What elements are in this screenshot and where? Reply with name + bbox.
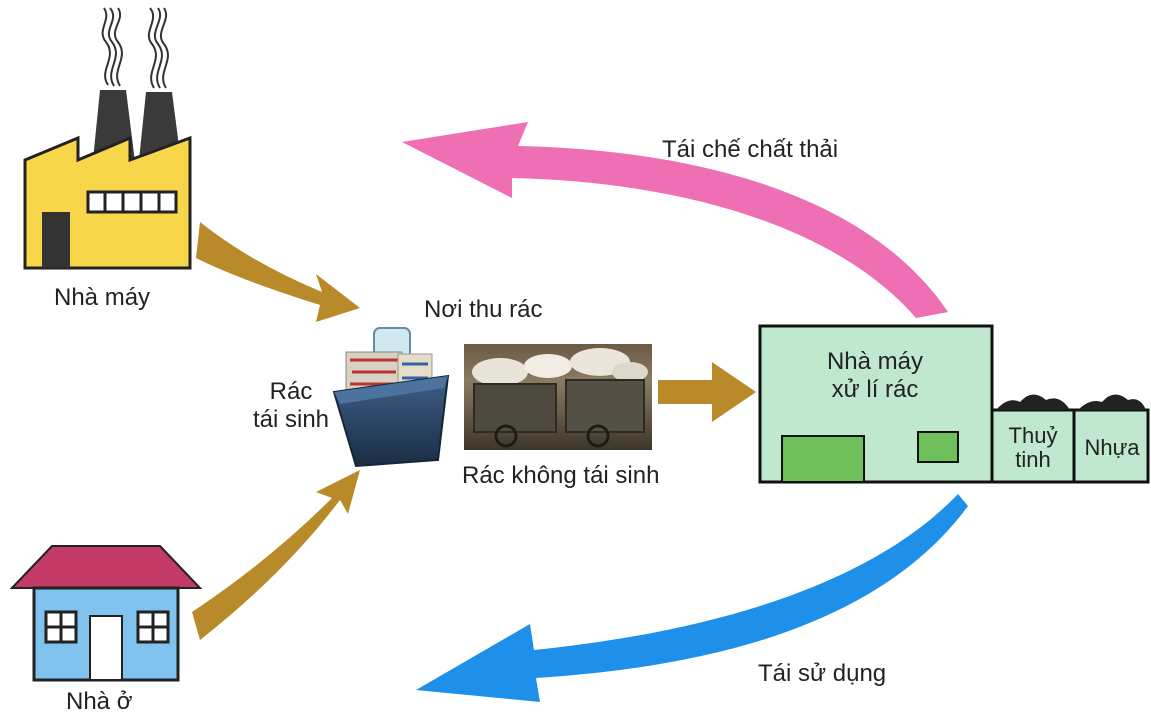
plant-window-small [917, 431, 959, 463]
arrow-collection-to-plant [658, 362, 756, 422]
smoke-icon [101, 7, 169, 89]
reuse-flow-label: Tái sử dụng [758, 660, 887, 687]
non-recyclable-waste-label: Rác không tái sinh [462, 462, 660, 489]
waste-cart-photo [464, 344, 652, 450]
treatment-plant-label-line2: xử lí rác [831, 376, 919, 403]
recycle-bin-icon [332, 327, 450, 468]
recyclable-waste-label-line2: tái sinh [252, 406, 330, 433]
arrow-recycle [402, 122, 948, 318]
house-window-right [136, 610, 170, 644]
house-label: Nhà ở [66, 688, 133, 715]
factory-icon [23, 7, 192, 270]
plastic-label: Nhựa [1084, 435, 1140, 460]
house-window-left [44, 610, 78, 644]
factory-door [42, 212, 70, 268]
recyclable-waste-label: Rác tái sinh [244, 378, 338, 434]
factory-windows [86, 190, 178, 214]
treatment-plant-icon [758, 324, 1150, 484]
factory-label: Nhà máy [54, 284, 151, 311]
treatment-plant-label-line1: Nhà máy [826, 348, 924, 375]
recyclable-waste-label-line1: Rác [269, 378, 313, 405]
plant-window-large [781, 435, 865, 483]
collection-point-label: Nơi thu rác [424, 296, 543, 323]
glass-pile [996, 394, 1070, 410]
glass-label-line2: tinh [1015, 447, 1051, 472]
glass-label-line1: Thuỷ [1008, 423, 1058, 448]
arrow-factory-to-collection [196, 222, 360, 322]
glass-label: Thuỷ tinh [996, 424, 1070, 472]
arrow-house-to-collection [192, 470, 360, 640]
house-roof [9, 545, 203, 589]
house-icon [9, 545, 203, 682]
treatment-plant-label: Nhà máy xử lí rác [800, 348, 950, 404]
recycle-flow-label: Tái chế chất thải [662, 136, 839, 163]
plastic-pile [1078, 394, 1146, 410]
house-door [89, 615, 123, 681]
arrow-reuse [416, 494, 968, 702]
